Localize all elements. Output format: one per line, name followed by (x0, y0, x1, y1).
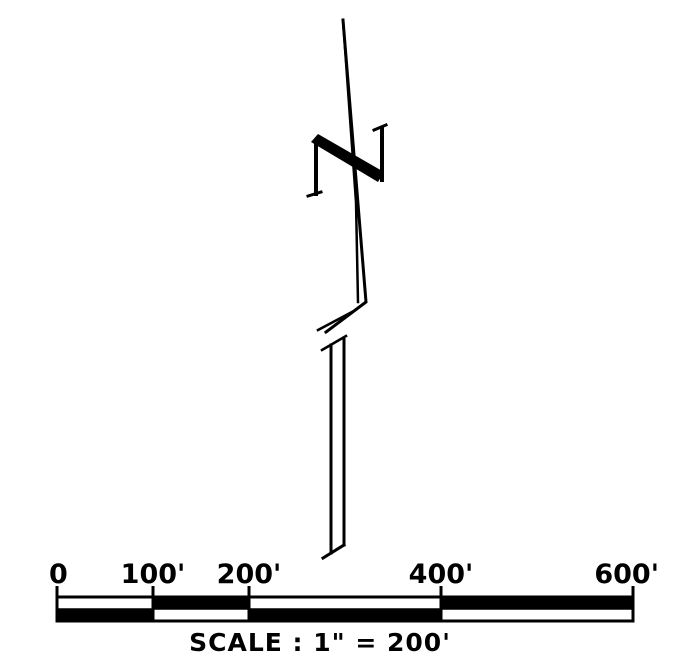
scale-segment-upper-2 (249, 597, 441, 609)
north-arrow-icon (306, 18, 388, 561)
north-letter-left-serif (306, 190, 323, 198)
north-letter-right-serif (372, 123, 388, 132)
scale-label-600: 600' (594, 559, 659, 590)
scale-ticks (55, 586, 635, 621)
scale-segments (57, 597, 633, 621)
north-arrow-upper-shaft-inner (341, 18, 360, 304)
scale-label-100: 100' (121, 559, 186, 590)
scale-segment-lower-1 (153, 609, 249, 621)
scale-segment-upper-1 (153, 597, 249, 609)
scale-label-0: 0 (49, 559, 68, 590)
scale-segment-lower-2 (249, 609, 441, 621)
north-arrow-break-bottom (320, 334, 348, 352)
scale-label-400: 400' (409, 559, 474, 590)
north-arrow-tail (320, 542, 347, 561)
scale-segment-upper-0 (57, 597, 153, 609)
scale-segment-lower-0 (57, 609, 153, 621)
scale-segment-lower-3 (441, 609, 633, 621)
scale-segment-upper-3 (441, 597, 633, 609)
north-arrow-break-top (316, 310, 354, 332)
scale-label-200: 200' (217, 559, 282, 590)
scale-labels: 0 100' 200' 400' 600' (49, 559, 659, 590)
scale-caption: SCALE : 1" = 200' (189, 628, 451, 657)
north-letter-diagonal (311, 134, 384, 182)
scale-bar: 0 100' 200' 400' 600' SCALE : 1" = 200' (49, 559, 659, 657)
